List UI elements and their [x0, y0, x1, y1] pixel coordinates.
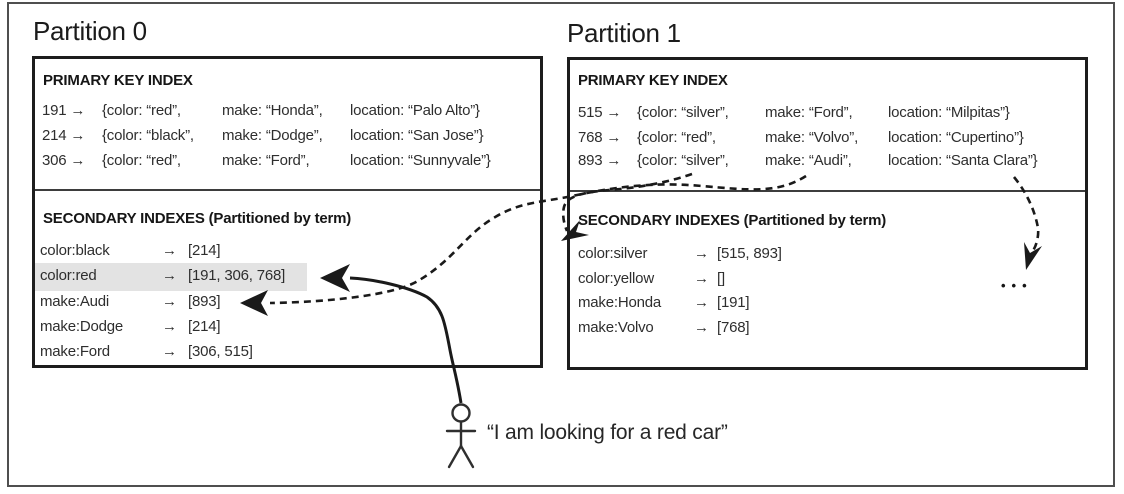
term-cell: make:Ford	[40, 343, 110, 360]
value-cell: [768]	[717, 319, 750, 336]
arrow-cell: →	[694, 245, 709, 262]
row-make: make: “Dodge”,	[222, 127, 323, 144]
secondary-row: color:red → [191, 306, 768]	[35, 267, 540, 287]
row-make: make: “Ford”,	[222, 152, 310, 169]
arrow-cell: →	[162, 242, 177, 259]
secondary-row: make:Volvo → [768]	[570, 319, 1085, 339]
value-cell: [214]	[188, 242, 221, 259]
value-cell: [893]	[188, 293, 221, 310]
row-key: 768 →	[578, 129, 622, 146]
value-cell: [214]	[188, 318, 221, 335]
partition-0-box: PRIMARY KEY INDEX 191 → {color: “red”, m…	[32, 56, 543, 368]
other-partitions-ellipsis: •••	[1001, 278, 1033, 293]
primary-row: 893 → {color: “silver”, make: “Audi”, lo…	[570, 152, 1085, 172]
term-cell: color:silver	[578, 245, 648, 262]
secondary-indexes-heading: SECONDARY INDEXES (Partitioned by term)	[578, 212, 887, 229]
partition-0-title: Partition 0	[33, 16, 147, 46]
row-location: location: “Cupertino”}	[888, 129, 1024, 146]
row-key: 214 →	[42, 127, 86, 144]
term-cell: color:black	[40, 242, 110, 259]
row-color: {color: “red”,	[102, 152, 181, 169]
row-location: location: “Palo Alto”}	[350, 102, 480, 119]
value-cell: [191]	[717, 294, 750, 311]
row-key: 306 →	[42, 152, 86, 169]
row-color: {color: “red”,	[637, 129, 716, 146]
arrow-cell: →	[162, 343, 177, 360]
term-cell: make:Volvo	[578, 319, 654, 336]
arrow-cell: →	[694, 294, 709, 311]
secondary-row: color:silver → [515, 893]	[570, 245, 1085, 265]
user-query-quote: “I am looking for a red car”	[487, 421, 728, 444]
primary-row: 306 → {color: “red”, make: “Ford”, locat…	[35, 152, 540, 172]
row-make: make: “Audi”,	[765, 152, 852, 169]
arrow-cell: →	[694, 319, 709, 336]
arrow-cell: →	[162, 267, 177, 284]
row-location: location: “San Jose”}	[350, 127, 484, 144]
primary-row: 768 → {color: “red”, make: “Volvo”, loca…	[570, 129, 1085, 149]
secondary-row: make:Dodge → [214]	[35, 318, 540, 338]
section-divider	[35, 189, 540, 191]
arrow-cell: →	[694, 270, 709, 287]
arrow-cell: →	[162, 293, 177, 310]
row-make: make: “Honda”,	[222, 102, 323, 119]
row-location: location: “Sunnyvale”}	[350, 152, 491, 169]
row-key: 191 →	[42, 102, 86, 119]
arrow-cell: →	[162, 318, 177, 335]
primary-key-index-heading: PRIMARY KEY INDEX	[43, 72, 193, 89]
partition-1-title: Partition 1	[567, 18, 681, 48]
secondary-row: color:black → [214]	[35, 242, 540, 262]
term-cell: make:Honda	[578, 294, 662, 311]
primary-row: 515 → {color: “silver”, make: “Ford”, lo…	[570, 104, 1085, 124]
row-make: make: “Ford”,	[765, 104, 853, 121]
row-color: {color: “silver”,	[637, 104, 729, 121]
term-cell: make:Audi	[40, 293, 110, 310]
row-make: make: “Volvo”,	[765, 129, 859, 146]
row-color: {color: “silver”,	[637, 152, 729, 169]
value-cell: [515, 893]	[717, 245, 782, 262]
term-cell: color:red	[40, 267, 97, 284]
term-cell: make:Dodge	[40, 318, 124, 335]
secondary-row: make:Ford → [306, 515]	[35, 343, 540, 363]
section-divider	[570, 190, 1085, 192]
term-cell: color:yellow	[578, 270, 654, 287]
partition-1-box: PRIMARY KEY INDEX 515 → {color: “silver”…	[567, 57, 1088, 370]
primary-key-index-heading: PRIMARY KEY INDEX	[578, 72, 728, 89]
secondary-row: make:Honda → [191]	[570, 294, 1085, 314]
value-cell: []	[717, 270, 725, 287]
primary-row: 214 → {color: “black”, make: “Dodge”, lo…	[35, 127, 540, 147]
color-red-row-highlight	[35, 263, 307, 291]
primary-row: 191 → {color: “red”, make: “Honda”, loca…	[35, 102, 540, 122]
row-location: location: “Santa Clara”}	[888, 152, 1038, 169]
row-location: location: “Milpitas”}	[888, 104, 1010, 121]
value-cell: [306, 515]	[188, 343, 253, 360]
row-key: 893 →	[578, 152, 622, 169]
row-color: {color: “black”,	[102, 127, 194, 144]
row-key: 515 →	[578, 104, 622, 121]
secondary-indexes-heading: SECONDARY INDEXES (Partitioned by term)	[43, 210, 352, 227]
row-color: {color: “red”,	[102, 102, 181, 119]
secondary-row: make:Audi → [893]	[35, 293, 540, 313]
value-cell: [191, 306, 768]	[188, 267, 286, 284]
